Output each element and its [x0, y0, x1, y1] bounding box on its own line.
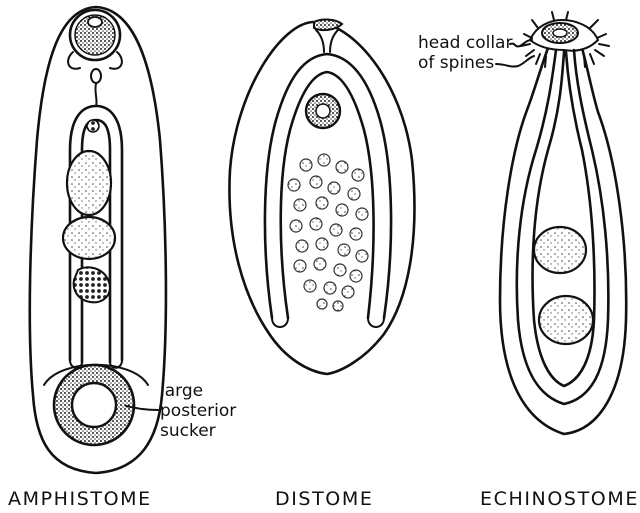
echinostome-figure: head collar of spines ECHINOSTOME: [418, 12, 639, 510]
amphistome-figure: large posterior sucker AMPHISTOME: [8, 7, 236, 510]
echinostome-caption: ECHINOSTOME: [480, 488, 639, 510]
echinostome-mouth: [553, 29, 567, 37]
sucker-label-line3: sucker: [160, 421, 216, 441]
distome-caecum-left-end: [272, 318, 288, 327]
amphistome-caption: AMPHISTOME: [8, 488, 152, 510]
amphistome-mouth-opening: [88, 17, 102, 27]
spines-leader-top: [510, 40, 532, 46]
distome-vitelline-follicles: [288, 154, 368, 311]
sucker-label-line1: large: [160, 381, 203, 401]
amphistome-posterior-testis: [63, 217, 115, 259]
amphistome-oesophagus: [95, 84, 96, 106]
spines-label-line1: head collar: [418, 33, 512, 53]
echinostome-anterior-testis: [534, 227, 586, 273]
echinostome-posterior-testis: [539, 296, 593, 344]
distome-caption: DISTOME: [275, 488, 373, 510]
sucker-label-line2: posterior: [160, 401, 236, 421]
amphistome-ovary: [74, 267, 110, 302]
spines-leader-bottom: [496, 56, 534, 67]
distome-oesophagus-2: [330, 30, 338, 52]
distome-oesophagus: [316, 30, 324, 52]
amphistome-anterior-testis: [67, 151, 111, 215]
amphistome-oesophagus-bulb: [91, 69, 101, 83]
amphistome-posterior-sucker-cavity: [72, 383, 116, 427]
amphistome-genital-pore: [87, 120, 99, 132]
distome-figure: DISTOME: [229, 20, 414, 510]
distome-ventral-sucker-opening: [316, 104, 330, 118]
distome-caecum-right-end: [368, 318, 384, 327]
spines-label-line2: of spines: [418, 53, 494, 73]
